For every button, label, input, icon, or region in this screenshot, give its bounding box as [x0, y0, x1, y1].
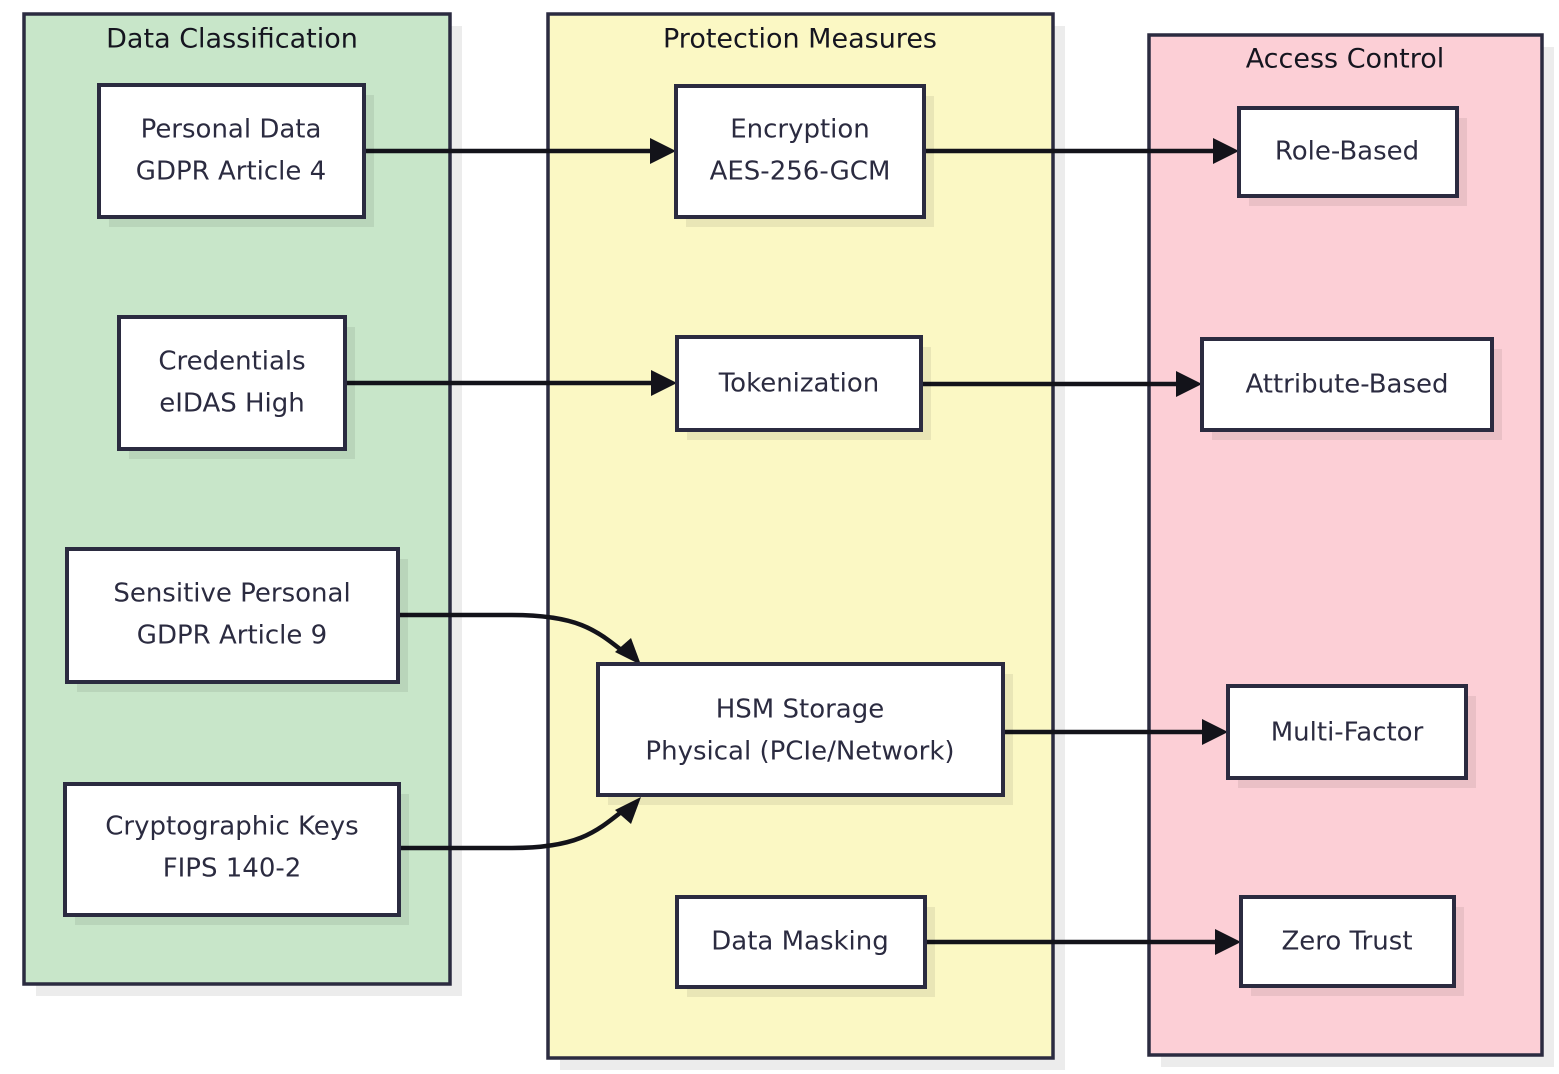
node-label-role-based: Role-Based	[1275, 137, 1419, 167]
node-rect-sensitive-personal	[65, 547, 400, 684]
node-label-hsm-storage-line2: Physical (PCIe/Network)	[645, 737, 954, 767]
node-rect-credentials	[117, 315, 347, 451]
edge-personal-data-to-encryption	[364, 138, 676, 164]
node-attribute-based[interactable]: Attribute-Based	[1200, 337, 1502, 440]
node-rect-zero-trust	[1239, 895, 1456, 988]
node-label-hsm-storage-line1: HSM Storage	[716, 695, 884, 725]
node-encryption[interactable]: Encryption AES-256-GCM	[674, 84, 934, 227]
edge-tokenization-to-attribute-based	[921, 371, 1202, 397]
edge-sensitive-personal-to-hsm-storage	[398, 612, 641, 665]
edge-layer	[345, 138, 1241, 955]
node-rect-hsm-storage	[596, 662, 1005, 797]
node-rect-multi-factor	[1226, 684, 1468, 780]
node-label-tokenization: Tokenization	[718, 369, 880, 399]
node-cryptographic-keys[interactable]: Cryptographic Keys FIPS 140-2	[63, 782, 409, 925]
node-label-attribute-based: Attribute-Based	[1245, 370, 1448, 400]
node-sensitive-personal[interactable]: Sensitive Personal GDPR Article 9	[65, 547, 408, 692]
node-label-credentials-line2: eIDAS High	[159, 389, 305, 419]
node-rect-encryption	[674, 84, 926, 219]
node-label-sensitive-personal-line1: Sensitive Personal	[113, 579, 350, 609]
node-hsm-storage[interactable]: HSM Storage Physical (PCIe/Network)	[596, 662, 1013, 805]
edge-hsm-storage-to-multi-factor	[1003, 719, 1228, 745]
node-label-zero-trust: Zero Trust	[1281, 927, 1412, 957]
cluster-access-control[interactable]: Access Control	[1147, 33, 1544, 1057]
edge-data-masking-to-zero-trust	[925, 929, 1241, 955]
node-role-based[interactable]: Role-Based	[1237, 106, 1467, 206]
node-tokenization[interactable]: Tokenization	[675, 335, 931, 440]
node-label-encryption-line1: Encryption	[730, 115, 870, 145]
cluster-title-protection-measures: Protection Measures	[663, 24, 937, 55]
node-multi-factor[interactable]: Multi-Factor	[1226, 684, 1476, 788]
node-label-personal-data-line1: Personal Data	[141, 115, 322, 145]
node-rect-tokenization	[675, 335, 923, 432]
node-label-multi-factor: Multi-Factor	[1271, 718, 1424, 748]
edge-cryptographic-keys-to-hsm-storage	[399, 797, 641, 851]
node-label-sensitive-personal-line2: GDPR Article 9	[137, 621, 327, 651]
node-rect-personal-data	[97, 83, 366, 219]
node-data-masking[interactable]: Data Masking	[675, 895, 935, 997]
node-credentials[interactable]: Credentials eIDAS High	[117, 315, 355, 459]
node-label-personal-data-line2: GDPR Article 4	[136, 157, 326, 187]
node-layer: Personal Data GDPR Article 4 Credentials…	[63, 83, 1502, 997]
node-label-credentials-line1: Credentials	[158, 347, 305, 377]
node-rect-cryptographic-keys	[63, 782, 401, 917]
node-rect-data-masking	[675, 895, 927, 989]
node-label-cryptographic-keys-line2: FIPS 140-2	[163, 854, 302, 884]
node-label-data-masking: Data Masking	[711, 927, 889, 957]
edge-encryption-to-role-based	[924, 138, 1239, 164]
node-zero-trust[interactable]: Zero Trust	[1239, 895, 1464, 996]
cluster-title-data-classification: Data Classification	[106, 24, 358, 55]
cluster-rect-access-control	[1147, 33, 1544, 1057]
edge-credentials-to-tokenization	[345, 370, 677, 396]
node-label-cryptographic-keys-line1: Cryptographic Keys	[105, 812, 358, 842]
node-rect-attribute-based	[1200, 337, 1494, 432]
node-label-encryption-line2: AES-256-GCM	[710, 157, 891, 187]
cluster-title-access-control: Access Control	[1246, 44, 1445, 75]
node-rect-role-based	[1237, 106, 1459, 198]
node-personal-data[interactable]: Personal Data GDPR Article 4	[97, 83, 374, 227]
